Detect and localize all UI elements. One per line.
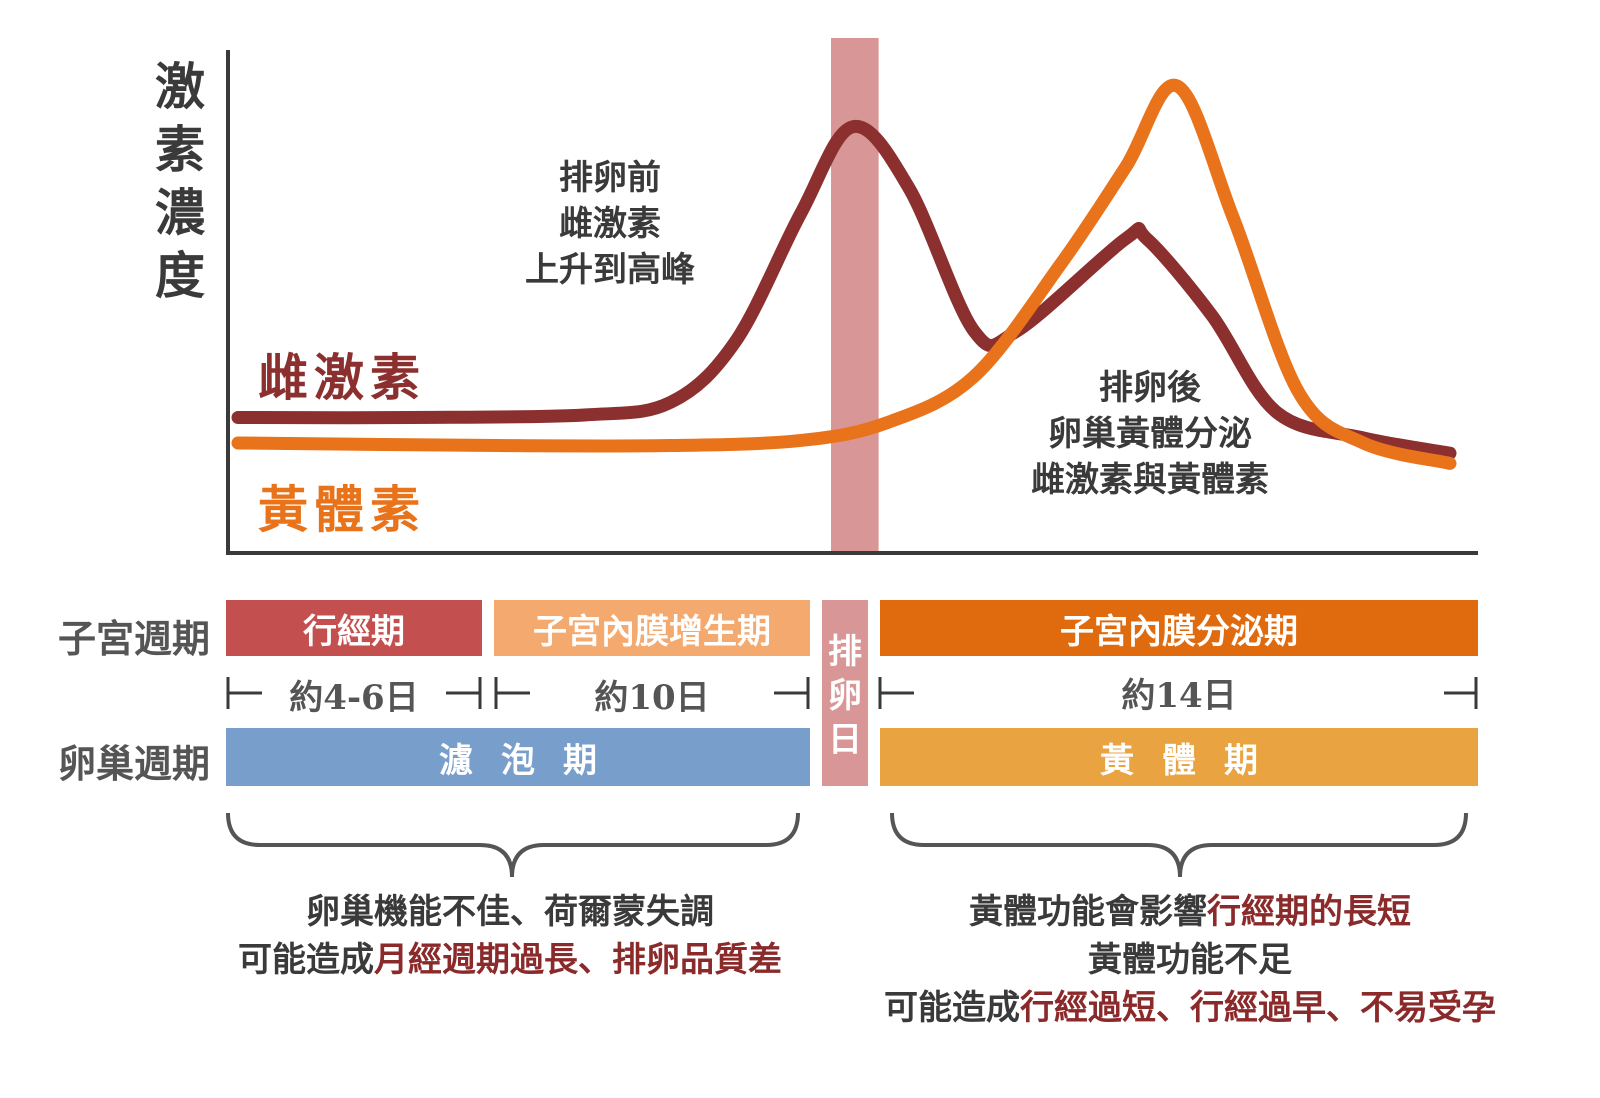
y-axis-label-char: 濃 [155, 183, 205, 242]
duration-brackets [226, 677, 1478, 709]
right-brace [890, 812, 1468, 878]
duration-menstrual: 約4-6日 [289, 678, 419, 718]
note-line: 卵巢機能不佳、荷爾蒙失調 [160, 888, 860, 936]
ovulation-day-bar: 排 卵 日 [822, 600, 868, 786]
follicular-note: 卵巢機能不佳、荷爾蒙失調 可能造成月經週期過長、排卵品質差 [160, 888, 860, 984]
luteal-char: 黃 [1100, 740, 1134, 781]
ovulation-band [831, 38, 879, 553]
note-line: 可能造成行經過短、行經過早、不易受孕 [840, 984, 1540, 1032]
left-brace [226, 812, 800, 878]
annotation-line: 排卵前 [559, 158, 661, 198]
note-text: 黃體功能不足 [1088, 940, 1292, 980]
annotation-line: 雌激素與黃體素 [1031, 460, 1269, 500]
annotation-line: 卵巢黃體分泌 [1048, 414, 1252, 454]
note-highlight: 行經過短、行經過早、不易受孕 [1020, 988, 1496, 1028]
ovarian-cycle-label: 卵巢週期 [57, 741, 210, 786]
note-text: 卵巢機能不佳、荷爾蒙失調 [306, 892, 714, 932]
note-highlight: 月經週期過長、排卵品質差 [374, 940, 782, 980]
menstrual-phase-bar: 行經期 [226, 600, 482, 656]
ovulation-day-char: 排 [828, 632, 862, 672]
follicular-char: 泡 [501, 740, 535, 781]
y-axis-label: 激素濃度 [150, 55, 210, 307]
ovulation-day-char: 日 [828, 720, 862, 760]
y-axis-label-char: 激 [155, 57, 205, 116]
progesterone-label: 黃體素 [258, 480, 426, 539]
luteal-char: 體 [1162, 740, 1196, 781]
luteal-phase-bar: 黃 體 期 [880, 728, 1478, 786]
duration-proliferative: 約10日 [594, 678, 710, 718]
annotation-line: 雌激素 [559, 204, 661, 244]
follicular-phase-bar: 濾 泡 期 [226, 728, 810, 786]
follicular-char: 期 [563, 740, 597, 781]
duration-secretory: 約14日 [1121, 676, 1237, 716]
note-text: 可能造成 [884, 988, 1020, 1028]
annotation-line: 上升到高峰 [525, 250, 695, 290]
y-axis-label-char: 素 [155, 120, 205, 179]
progesterone-line [231, 78, 1457, 470]
proliferative-phase-bar: 子宮內膜增生期 [494, 600, 810, 656]
follicular-char: 濾 [439, 740, 473, 781]
note-line: 可能造成月經週期過長、排卵品質差 [160, 936, 860, 984]
annotation-pre-ovulation: 排卵前 雌激素 上升到高峰 [480, 155, 740, 293]
note-highlight: 行經期的長短 [1207, 892, 1411, 932]
note-text: 可能造成 [238, 940, 374, 980]
note-line: 黃體功能不足 [840, 936, 1540, 984]
estrogen-line [231, 120, 1457, 460]
luteal-note: 黃體功能會影響行經期的長短 黃體功能不足 可能造成行經過短、行經過早、不易受孕 [840, 888, 1540, 1032]
curly-braces [226, 812, 1468, 878]
note-line: 黃體功能會影響行經期的長短 [840, 888, 1540, 936]
annotation-line: 排卵後 [1099, 368, 1201, 408]
estrogen-label: 雌激素 [258, 348, 426, 407]
y-axis-label-char: 度 [155, 246, 205, 305]
secretory-phase-bar: 子宮內膜分泌期 [880, 600, 1478, 656]
note-text: 黃體功能會影響 [969, 892, 1207, 932]
ovulation-day-char: 卵 [828, 676, 862, 716]
hormone-chart [226, 38, 1478, 555]
uterine-cycle-label: 子宮週期 [57, 616, 210, 661]
luteal-char: 期 [1224, 740, 1258, 781]
annotation-post-ovulation: 排卵後 卵巢黃體分泌 雌激素與黃體素 [990, 365, 1310, 503]
